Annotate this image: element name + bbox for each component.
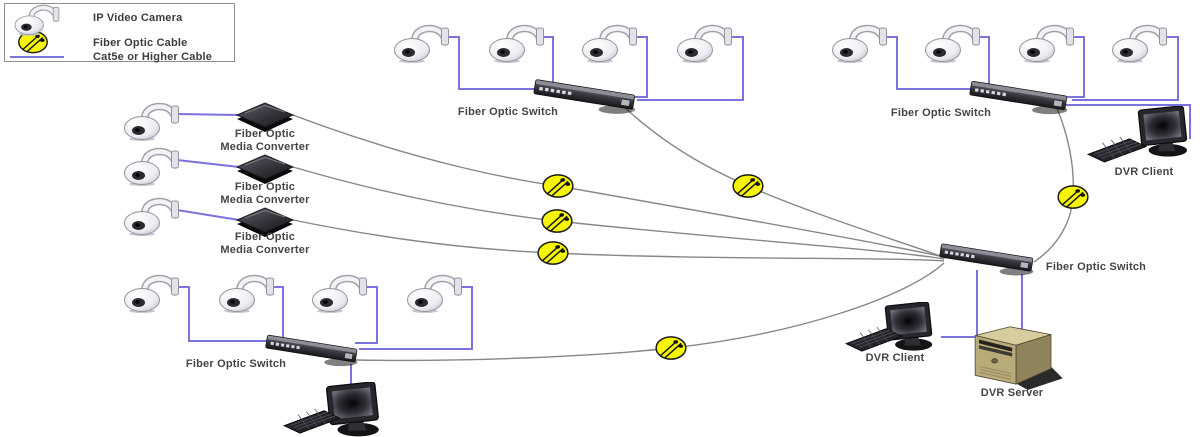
legend-box	[4, 3, 235, 62]
media-converter-label-line1: Fiber Optic	[234, 128, 296, 140]
ip-camera-icon	[923, 23, 987, 63]
ip-camera-icon	[405, 273, 469, 313]
switch-label: Fiber Optic Switch	[185, 358, 287, 370]
cat5e-cable	[885, 36, 979, 90]
cat5e-cable	[447, 36, 545, 90]
keyboard-icon	[282, 408, 342, 434]
ip-camera-icon	[122, 196, 186, 236]
ip-camera-icon	[1017, 23, 1081, 63]
media-converter-label-line2: Media Converter	[220, 140, 310, 153]
cat5e-cable	[177, 286, 276, 342]
cat5e-cable	[355, 286, 378, 344]
fiber-cables	[292, 104, 1075, 362]
media-converter-label: Fiber Optic Media Converter	[220, 128, 309, 153]
ip-camera-icon	[122, 101, 186, 141]
fiber-cable	[292, 219, 945, 262]
ip-camera-icon	[675, 23, 739, 63]
switch-label: Fiber Optic Switch	[457, 106, 559, 118]
ip-camera-icon	[122, 146, 186, 186]
cat5e-cable	[359, 286, 473, 350]
media-converter-label-line1: Fiber Optic	[234, 231, 296, 243]
cat5e-cable	[1063, 104, 1191, 139]
fiber-optic-cable-icon	[542, 174, 574, 198]
dvr-client-label: DVR Client	[1114, 166, 1174, 178]
keyboard-icon	[1086, 136, 1148, 163]
media-converter-icon	[235, 151, 295, 185]
media-converter-label: Fiber Optic Media Converter	[220, 181, 309, 206]
fiber-optic-cable-icon	[537, 241, 569, 265]
fiber-optic-cable-icon	[541, 209, 573, 233]
media-converter-label: Fiber Optic Media Converter	[220, 231, 309, 256]
keyboard-icon	[844, 326, 904, 352]
media-converter-label-line2: Media Converter	[220, 193, 310, 206]
legend-camera-label: IP Video Camera	[93, 12, 183, 24]
legend-cat5e-label: Cat5e or Higher Cable	[93, 51, 213, 63]
switch-label: Fiber Optic Switch	[890, 107, 992, 119]
cat5e-cable	[1066, 36, 1085, 98]
cat5e-cable	[978, 36, 990, 86]
media-converter-label-line1: Fiber Optic	[234, 181, 296, 193]
ip-camera-icon	[13, 3, 65, 36]
cat5e-cable	[637, 36, 744, 101]
fiber-optic-cable-icon	[1057, 185, 1089, 209]
ip-camera-icon	[122, 273, 186, 313]
ip-camera-icon	[1110, 23, 1174, 63]
legend-fiber-label: Fiber Optic Cable	[93, 37, 188, 49]
ip-camera-icon	[392, 23, 456, 63]
cat5e-cable	[542, 36, 554, 86]
fiber-cable	[292, 114, 945, 258]
fiber-optic-cable-icon	[655, 336, 687, 360]
cat5e-cable	[1072, 36, 1179, 101]
fiber-cable	[1033, 105, 1075, 263]
ip-camera-icon	[217, 273, 281, 313]
dvr-server-icon	[966, 320, 1066, 390]
fiber-optic-cable-icon	[732, 174, 764, 198]
dvr-server-label: DVR Server	[980, 387, 1044, 399]
cat5e-cable	[176, 113, 240, 116]
switch-label: Fiber Optic Switch	[1045, 261, 1147, 273]
cat5e-cable	[176, 159, 240, 168]
dvr-client-label: DVR Client	[865, 352, 925, 364]
ip-camera-icon	[310, 273, 374, 313]
cat5e-cable	[176, 209, 240, 221]
fiber-cable	[292, 166, 945, 260]
ip-camera-icon	[830, 23, 894, 63]
media-converter-label-line2: Media Converter	[220, 243, 310, 256]
cat5e-cable	[631, 36, 648, 98]
ip-camera-icon	[580, 23, 644, 63]
cat5e-cable	[272, 286, 284, 338]
fiber-cable	[621, 104, 947, 259]
fiber-optic-switch-icon	[938, 240, 1036, 278]
ip-camera-icon	[487, 23, 551, 63]
